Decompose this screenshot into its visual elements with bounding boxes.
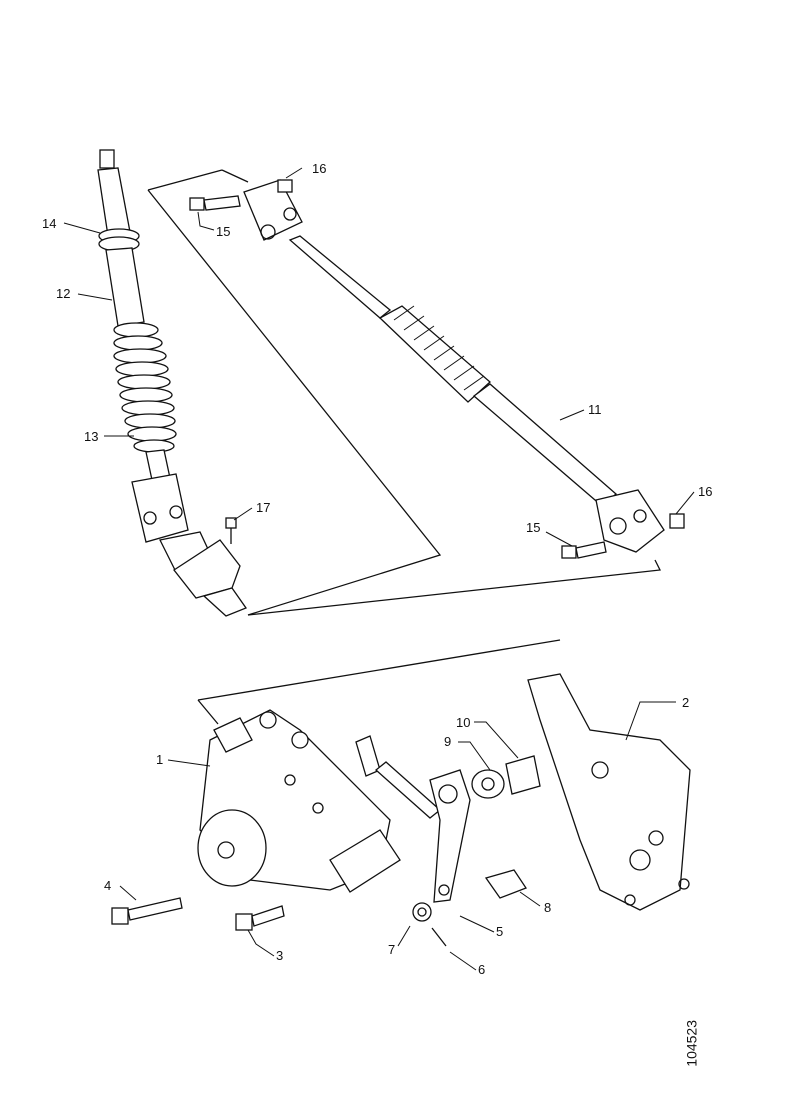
steering-gear-box	[197, 709, 401, 893]
callout-1: 1	[156, 752, 163, 767]
callout-7: 7	[388, 942, 395, 957]
drawing-reference-number: 104523	[684, 1020, 700, 1067]
callout-3: 3	[276, 948, 283, 963]
bolt-3	[235, 905, 285, 931]
bolt-17	[225, 517, 237, 544]
bolt-15-upper	[189, 195, 241, 211]
leader-lines	[63, 167, 695, 971]
callout-11: 11	[588, 402, 602, 417]
bolt-15-lower	[561, 541, 607, 559]
nut-7	[412, 902, 432, 922]
callout-10: 10	[456, 715, 470, 730]
nut-10	[505, 755, 541, 795]
group-boundary-upper	[147, 169, 661, 616]
callout-5: 5	[496, 924, 503, 939]
steering-column	[97, 149, 145, 327]
callout-17: 17	[256, 500, 270, 515]
callout-12: 12	[56, 286, 70, 301]
callout-13: 13	[84, 429, 98, 444]
callout-labels: 14 12 13 16 15 11 16 15 17 1 2 10 9 4 3 …	[42, 161, 712, 977]
callout-2: 2	[682, 695, 689, 710]
nut-16-lower	[669, 513, 685, 529]
callout-9: 9	[444, 734, 451, 749]
callout-15-upper: 15	[216, 224, 230, 239]
pitman-arm	[429, 769, 471, 903]
drag-link	[355, 735, 442, 819]
mounting-bracket	[527, 673, 691, 911]
callout-16-upper: 16	[312, 161, 326, 176]
intermediate-shaft	[243, 179, 665, 553]
callout-16-lower: 16	[698, 484, 712, 499]
callout-6: 6	[478, 962, 485, 977]
ball-joint-8	[484, 869, 527, 899]
cotter-pin-6	[431, 927, 447, 947]
callout-4: 4	[104, 878, 111, 893]
callout-8: 8	[544, 900, 551, 915]
bolt-4	[111, 897, 183, 925]
nut-16-upper	[277, 179, 293, 193]
column-universal-joint	[131, 473, 248, 617]
callout-14: 14	[42, 216, 56, 231]
group-boundary-lower	[197, 639, 561, 725]
column-bellows	[113, 322, 177, 481]
nut-9	[471, 769, 505, 799]
callout-15-lower: 15	[526, 520, 540, 535]
